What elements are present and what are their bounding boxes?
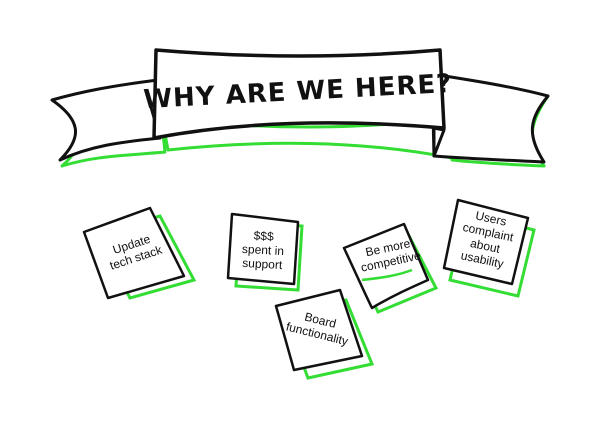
note-line: Users: [474, 208, 508, 228]
note-line: spent in: [242, 242, 285, 258]
banner-left-tail: [50, 78, 162, 162]
note-line: support: [242, 256, 283, 272]
note-line: about: [469, 236, 502, 256]
banner-right-tail: [430, 72, 550, 164]
sticky-note-users-complaint: Users complaint about usability: [442, 198, 536, 298]
note-line: $$$: [253, 229, 274, 244]
sticky-note-board-functionality: Board functionality: [274, 288, 375, 380]
sticky-note-update-tech-stack: Update tech stack: [82, 206, 197, 300]
sticky-note-spent-in-support: $$$ spent in support: [226, 212, 304, 292]
banner-ribbon: [152, 48, 446, 140]
sticky-note-be-more-competitive: Be more competitive: [342, 222, 439, 314]
